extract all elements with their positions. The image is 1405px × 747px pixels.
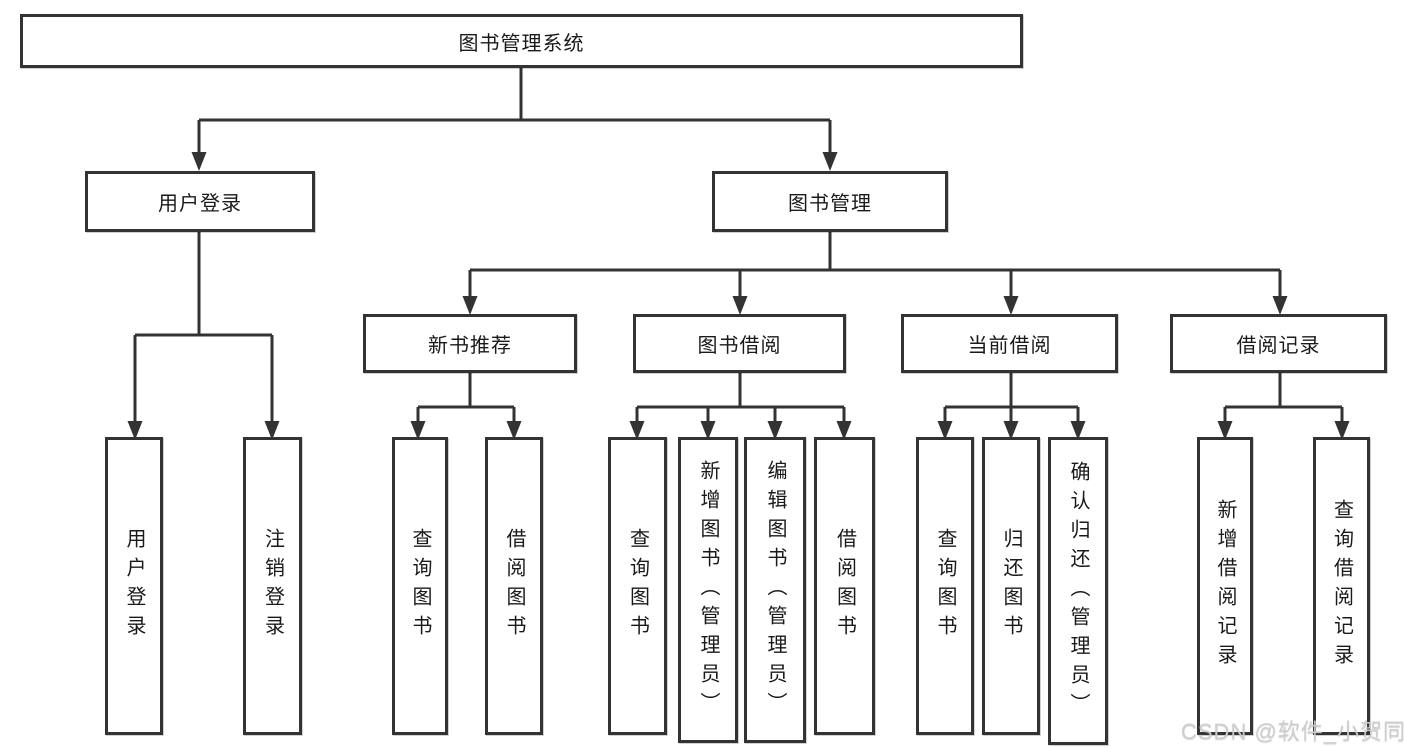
node-user-login-branch: 用户登录 xyxy=(85,171,315,232)
node-book-management-branch: 图书管理 xyxy=(712,171,948,232)
leaf-return-books: 归还图书 xyxy=(982,437,1040,735)
node-current-borrow: 当前借阅 xyxy=(901,314,1118,373)
leaf-query-books-recommend: 查询图书 xyxy=(392,437,448,735)
leaf-user-login: 用户登录 xyxy=(105,437,163,735)
node-book-borrow: 图书借阅 xyxy=(633,314,846,373)
leaf-edit-books-admin: 编辑图书（管理员） xyxy=(744,437,806,743)
node-root-library-management-system: 图书管理系统 xyxy=(20,14,1023,68)
leaf-logout: 注销登录 xyxy=(243,437,302,735)
leaf-confirm-return-admin: 确认归还（管理员） xyxy=(1048,437,1108,745)
leaf-add-books-admin: 新增图书（管理员） xyxy=(678,437,738,743)
node-new-book-recommend: 新书推荐 xyxy=(363,314,577,373)
leaf-query-borrow-record: 查询借阅记录 xyxy=(1313,437,1370,735)
node-borrow-records: 借阅记录 xyxy=(1170,314,1387,373)
leaf-add-borrow-record: 新增借阅记录 xyxy=(1197,437,1253,735)
arrowheads xyxy=(127,152,1350,440)
leaf-borrow-books-recommend: 借阅图书 xyxy=(485,437,543,735)
leaf-query-books-borrow: 查询图书 xyxy=(608,437,667,735)
csdn-watermark: CSDN @软件_小贺同学 xyxy=(1181,719,1405,744)
leaf-query-books-current: 查询图书 xyxy=(916,437,974,735)
leaf-borrow-books: 借阅图书 xyxy=(814,437,875,735)
